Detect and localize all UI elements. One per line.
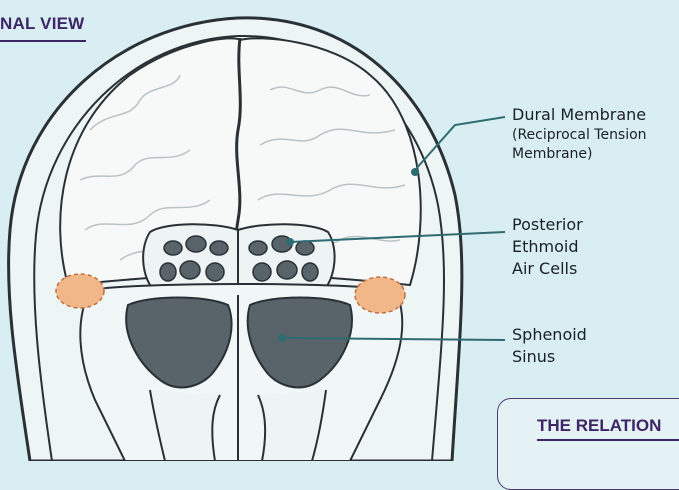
label-sphenoid-line1: Sphenoid — [512, 324, 587, 346]
leader-dot-dural — [411, 168, 419, 176]
leader-dot-ethmoid — [286, 238, 294, 246]
label-dural-title: Dural Membrane — [512, 105, 646, 124]
view-heading: NAL VIEW — [0, 14, 84, 34]
view-heading-underline — [0, 40, 86, 42]
relation-panel-title: THE RELATION — [537, 416, 661, 436]
label-ethmoid-line1: Posterior — [512, 214, 583, 236]
lower-column-right — [258, 390, 326, 461]
leader-dot-sphenoid — [278, 334, 286, 342]
label-sphenoid-line2: Sinus — [512, 346, 587, 368]
label-ethmoid-line3: Air Cells — [512, 258, 583, 280]
label-ethmoid-line2: Ethmoid — [512, 236, 583, 258]
highlight-right — [355, 277, 405, 313]
label-posterior-ethmoid: Posterior Ethmoid Air Cells — [512, 214, 583, 280]
label-dural-membrane: Dural Membrane (Reciprocal Tension Membr… — [512, 104, 672, 164]
relation-panel-underline — [537, 439, 679, 441]
highlight-left — [56, 274, 104, 308]
label-sphenoid-sinus: Sphenoid Sinus — [512, 324, 587, 368]
label-dural-sub: (Reciprocal Tension Membrane) — [512, 126, 672, 164]
relation-panel — [497, 398, 679, 490]
